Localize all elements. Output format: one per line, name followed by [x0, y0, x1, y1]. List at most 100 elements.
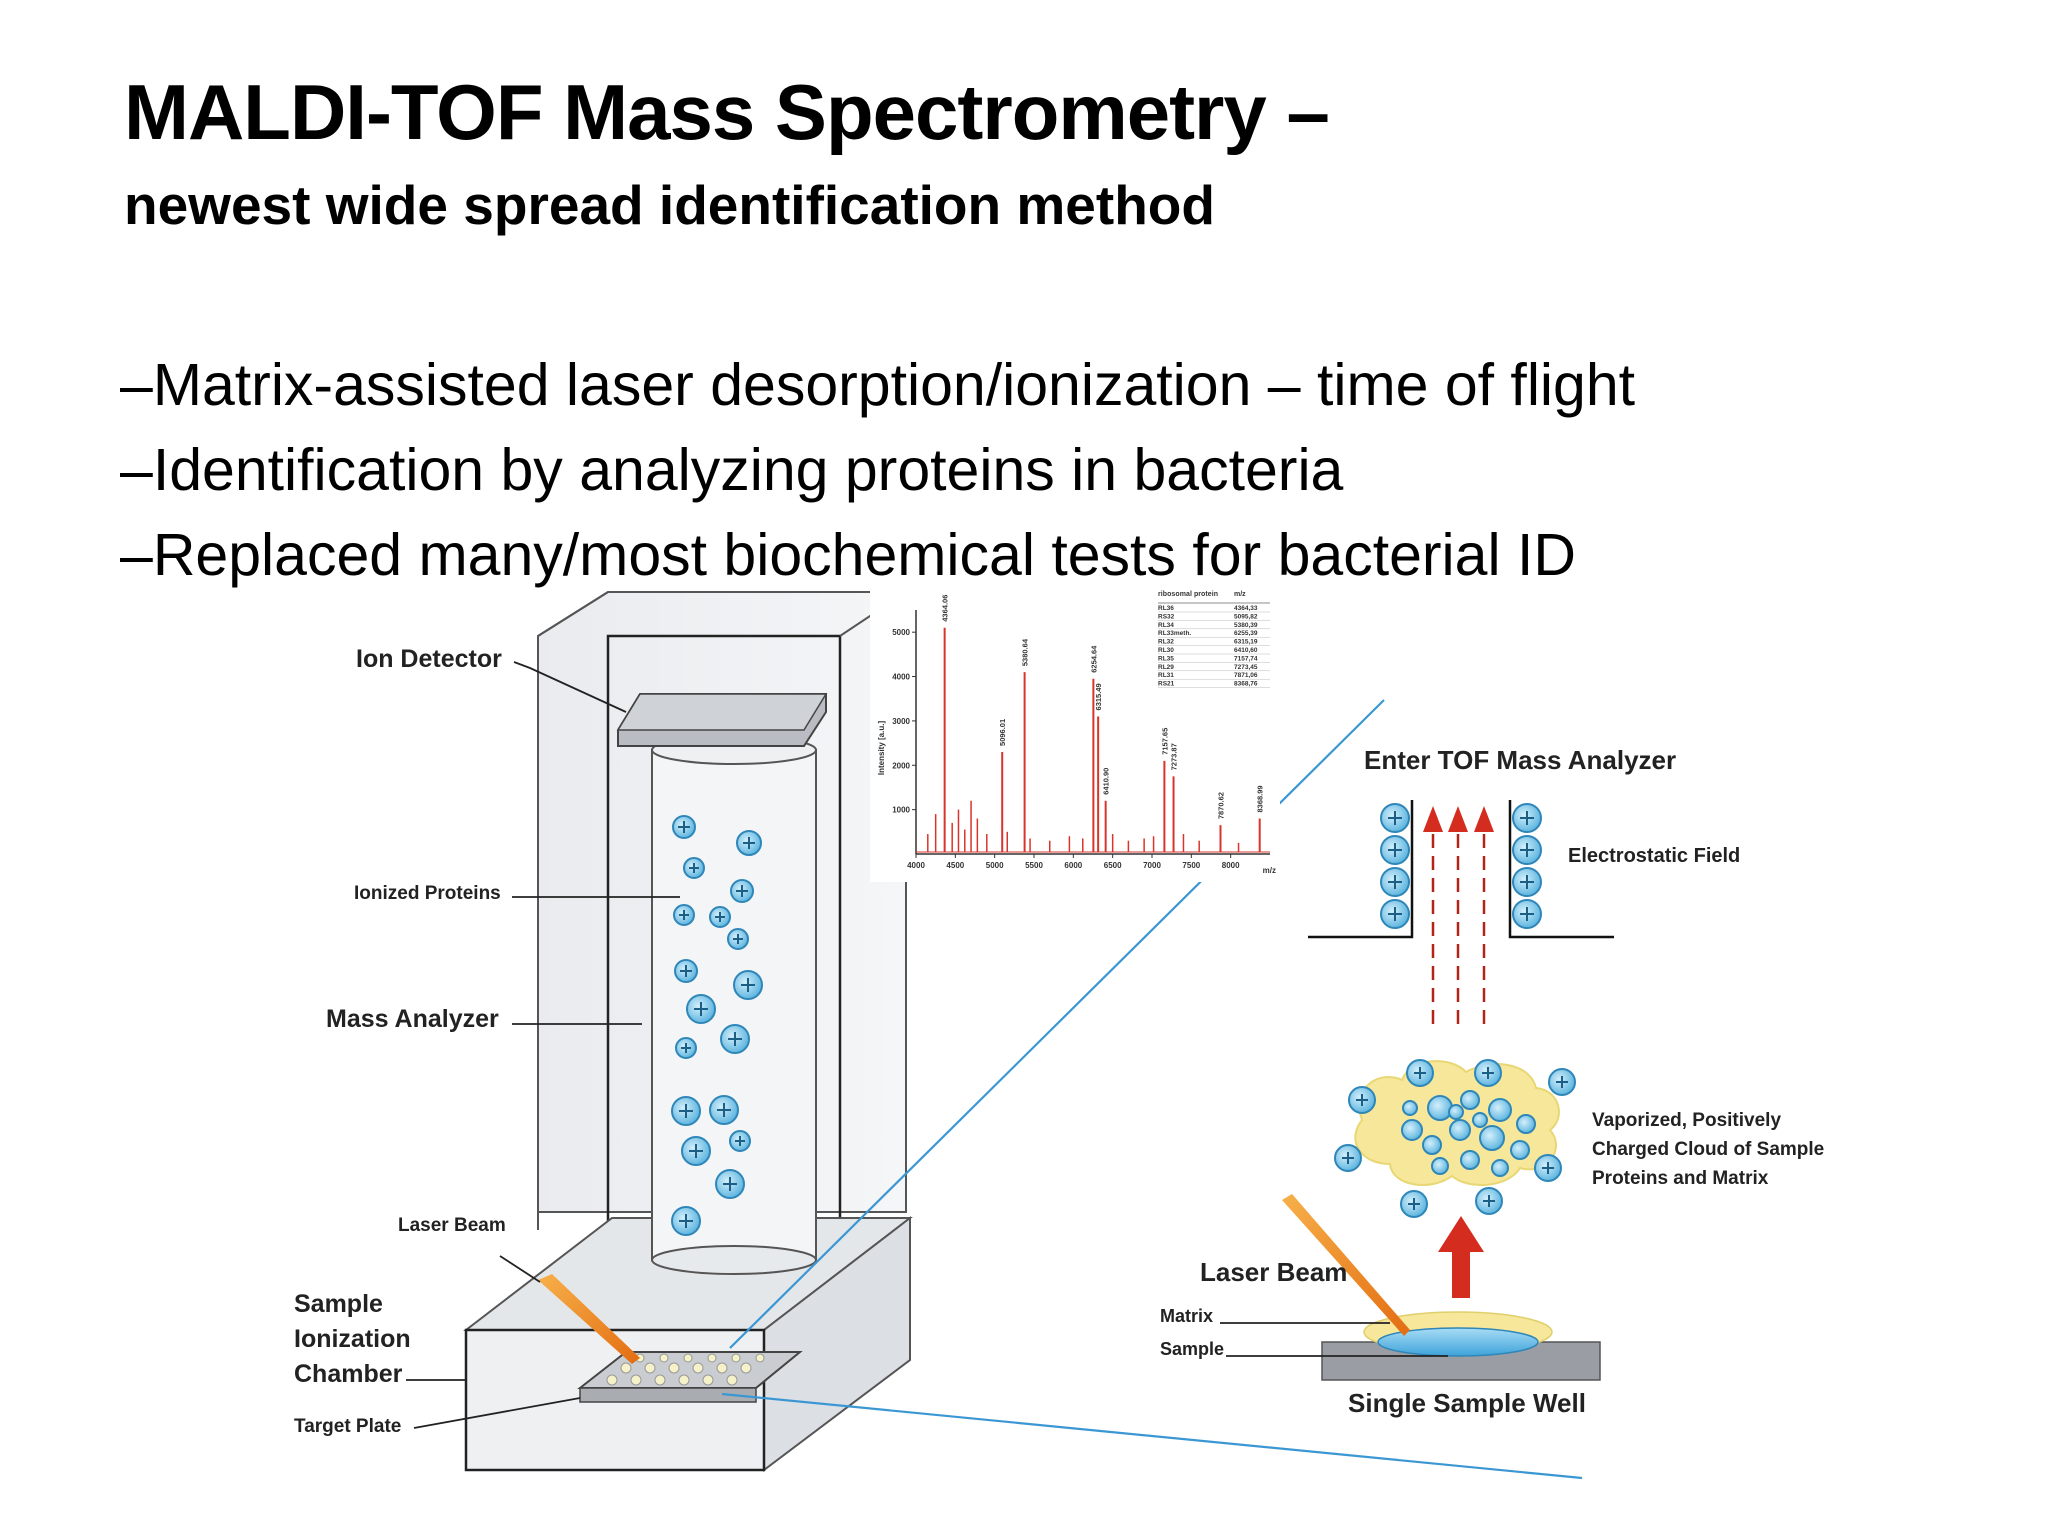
- ion-particle: [1548, 1068, 1576, 1096]
- ion-particle: [681, 1136, 711, 1166]
- peak-label: 7870.62: [1216, 792, 1225, 819]
- x-tick-label: 5000: [986, 861, 1004, 870]
- ion-particle: [1406, 1059, 1434, 1087]
- y-tick-label: 4000: [892, 673, 910, 682]
- ion-particle: [675, 1037, 697, 1059]
- matrix-label: Matrix: [1160, 1306, 1213, 1326]
- detail-laser-beam: [1282, 1194, 1410, 1336]
- ion-particle: [727, 928, 749, 950]
- ion-particle: [729, 1130, 751, 1152]
- table-cell: 6255,39: [1234, 630, 1258, 637]
- mass-analyzer-label: Mass Analyzer: [326, 1005, 499, 1033]
- bullet-text: Identification by analyzing proteins in …: [152, 437, 1344, 503]
- ion-particle: [671, 1206, 701, 1236]
- electrostatic-field-ions-left: [1380, 803, 1410, 929]
- y-tick-label: 3000: [892, 717, 910, 726]
- ion-particle: [683, 857, 705, 879]
- table-cell: 8368,76: [1234, 681, 1258, 688]
- bullet-item: –Identification by analyzing proteins in…: [120, 428, 1635, 513]
- ion-particle: [673, 904, 695, 926]
- ion-particle: [1534, 1154, 1562, 1182]
- table-cell: 4364,33: [1234, 605, 1258, 612]
- ion-particle: [1334, 1144, 1362, 1172]
- ion-particle: [1348, 1086, 1376, 1114]
- ion-particle: [733, 970, 763, 1000]
- chamber-label-line2: Ionization: [294, 1325, 411, 1353]
- target-plate-edge: [579, 1387, 757, 1403]
- arrow-heads: [1423, 806, 1494, 832]
- bullet-marker: –: [120, 352, 153, 418]
- sample-label: Sample: [1160, 1339, 1224, 1359]
- detail-illustration: Enter TOF Mass Analyzer Electrostatic Fi…: [1160, 745, 1824, 1418]
- ion-release-arrow: [1438, 1216, 1484, 1298]
- table-cell: RL29: [1158, 664, 1174, 671]
- table-cell: 6410,60: [1234, 647, 1258, 654]
- single-sample-well-label: Single Sample Well: [1348, 1388, 1586, 1418]
- cloud-label-line2: Charged Cloud of Sample: [1592, 1139, 1824, 1160]
- spectrum-background: [870, 584, 1280, 882]
- table-header: m/z: [1234, 591, 1246, 598]
- bullet-marker: –: [120, 437, 153, 503]
- well-leader-lines: [1220, 1322, 1448, 1357]
- bullet-item: –Replaced many/most biochemical tests fo…: [120, 513, 1635, 598]
- table-cell: RL32: [1158, 639, 1174, 646]
- instrument-illustration: Ion Detector Ionized Proteins Mass Analy…: [294, 591, 913, 1473]
- slide-title: MALDI-TOF Mass Spectrometry –: [124, 68, 1330, 156]
- x-tick-label: 6000: [1064, 861, 1082, 870]
- ion-particle: [1512, 835, 1542, 865]
- ion-particle: [671, 1096, 701, 1126]
- table-cell: 7871,06: [1234, 672, 1258, 679]
- y-tick-label: 1000: [892, 806, 910, 815]
- ion-particle: [1380, 899, 1410, 929]
- tower-edge: [537, 591, 609, 637]
- ion-particle: [709, 1095, 739, 1125]
- x-tick-label: 6500: [1104, 861, 1122, 870]
- peak-label: 4364.06: [941, 595, 950, 622]
- cloud-label-line3: Proteins and Matrix: [1592, 1168, 1769, 1189]
- table-cell: RL35: [1158, 655, 1174, 662]
- bullet-item: –Matrix-assisted laser desorption/ioniza…: [120, 343, 1635, 428]
- enter-tof-label: Enter TOF Mass Analyzer: [1364, 745, 1676, 775]
- peak-label: 7157.65: [1160, 728, 1169, 755]
- sample-dots: [606, 1353, 765, 1386]
- ion-particle: [1475, 1187, 1503, 1215]
- table-header: ribosomal protein: [1158, 591, 1218, 598]
- peak-label: 6410.90: [1102, 768, 1111, 795]
- ion-particle: [1474, 1059, 1502, 1087]
- table-cell: RL34: [1158, 622, 1174, 629]
- laser-beam-label: Laser Beam: [398, 1215, 506, 1236]
- spectrum-x-axis-label: m/z: [1263, 866, 1276, 875]
- bullet-list: –Matrix-assisted laser desorption/ioniza…: [120, 343, 1635, 598]
- ion-particle: [1512, 803, 1542, 833]
- ion-particle: [736, 830, 762, 856]
- tube-bottom: [651, 1245, 817, 1275]
- ion-particle: [1380, 803, 1410, 833]
- spectrum-y-axis-label: Intensity [a.u.]: [877, 721, 886, 776]
- bullet-marker: –: [120, 522, 153, 588]
- table-cell: 5380,39: [1234, 622, 1258, 629]
- chamber-label-line1: Sample: [294, 1290, 383, 1318]
- target-plate-label: Target Plate: [294, 1416, 401, 1437]
- cloud-protein-ions: [1401, 1090, 1536, 1177]
- peak-label: 8368.99: [1256, 785, 1265, 812]
- table-cell: 6315,19: [1234, 639, 1258, 646]
- ion-particle: [1400, 1190, 1428, 1218]
- peak-label: 5096.01: [998, 719, 1007, 746]
- x-tick-label: 7500: [1182, 861, 1200, 870]
- table-cell: 7273,45: [1234, 664, 1258, 671]
- peak-label: 7273.87: [1170, 743, 1179, 770]
- slide-subtitle: newest wide spread identification method: [124, 174, 1216, 236]
- analyzer-entrance: [1308, 800, 1614, 939]
- ion-particle: [1512, 899, 1542, 929]
- ionized-proteins-label: Ionized Proteins: [354, 883, 501, 904]
- peak-label: 6254.64: [1089, 645, 1098, 673]
- ion-particle: [672, 815, 696, 839]
- table-cell: RL30: [1158, 647, 1174, 654]
- sample-layer: [1377, 1327, 1539, 1357]
- ion-particle: [709, 906, 731, 928]
- ion-detector-top: [616, 693, 828, 731]
- ion-particle: [1512, 867, 1542, 897]
- ion-particle: [715, 1169, 745, 1199]
